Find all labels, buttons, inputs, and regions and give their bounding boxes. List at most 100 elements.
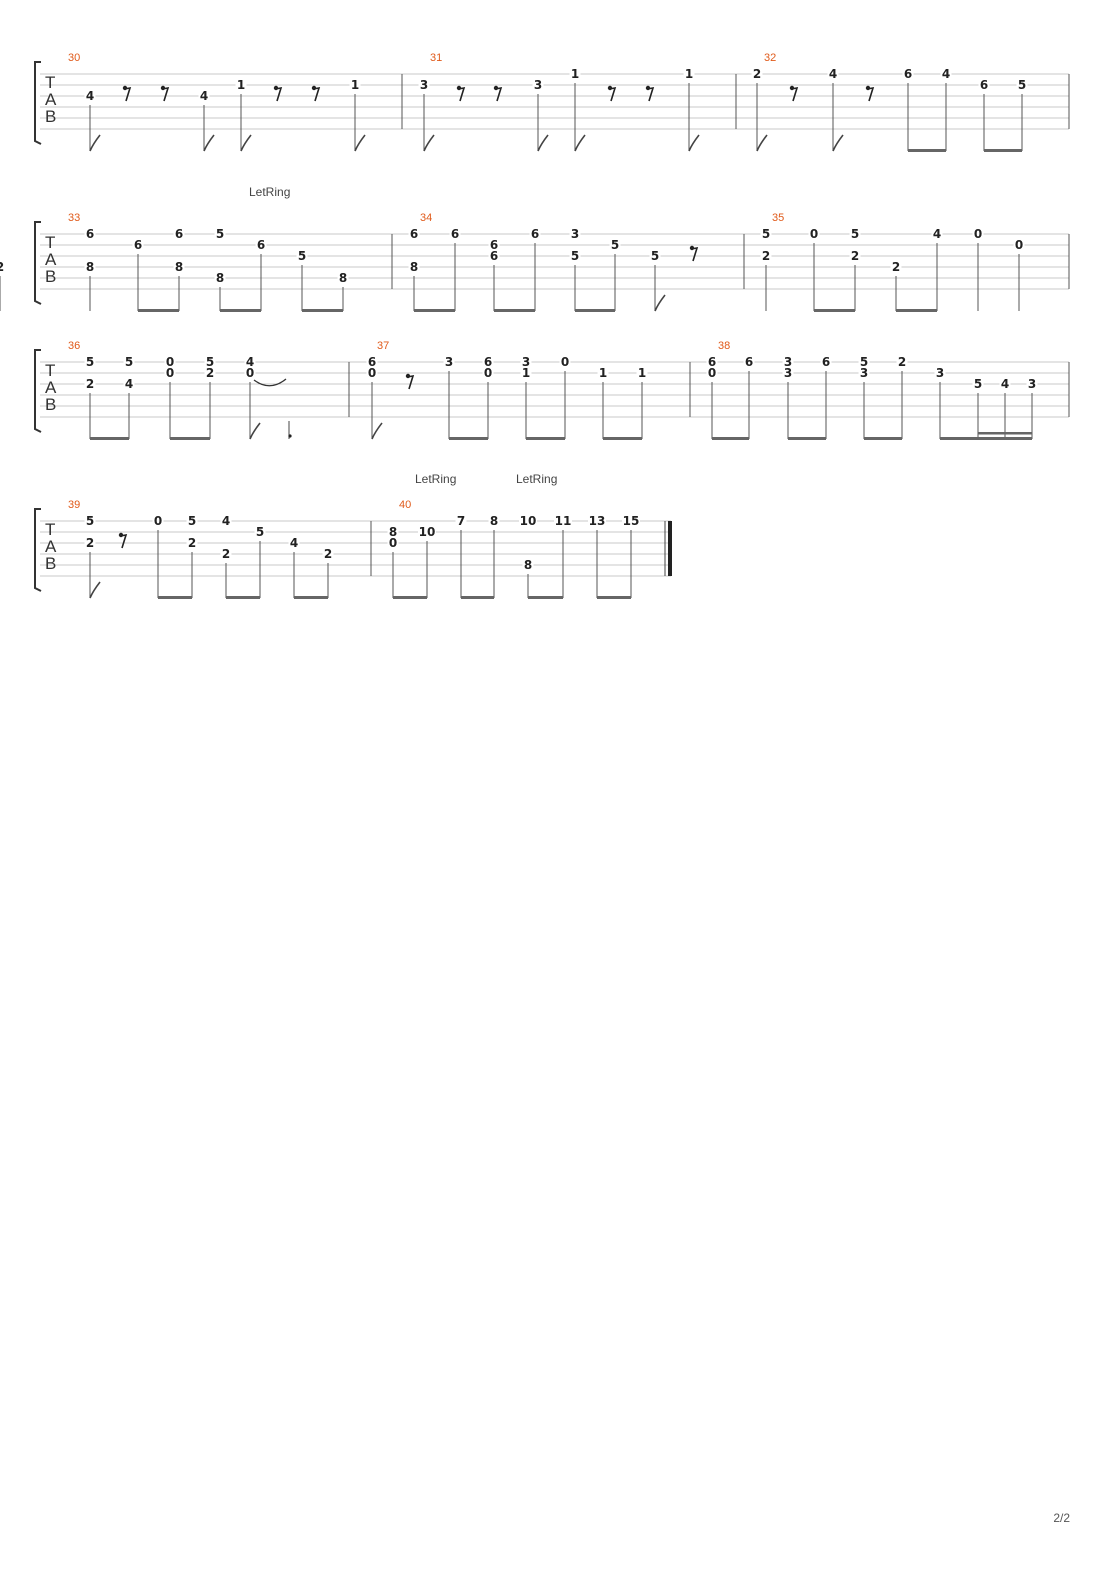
beam <box>158 596 192 599</box>
fret-number: 3 <box>784 366 792 380</box>
fret-number: 5 <box>86 355 94 369</box>
beam <box>90 437 129 440</box>
beam <box>712 437 749 440</box>
measure-number: 38 <box>718 340 730 352</box>
fret-number: 1 <box>638 366 646 380</box>
beam <box>788 437 826 440</box>
fret-number: 3 <box>860 366 868 380</box>
eighth-rest <box>789 85 799 102</box>
beam <box>170 437 210 440</box>
fret-number: 6 <box>490 249 498 263</box>
fret-number: 4 <box>942 67 950 81</box>
eighth-rest <box>493 85 503 102</box>
fret-number: 5 <box>974 377 982 391</box>
fret-number: 8 <box>216 271 224 285</box>
fret-number: 4 <box>290 536 298 550</box>
tab-clef-letter: B <box>45 107 56 126</box>
beam <box>220 309 261 312</box>
fret-number: 10 <box>520 514 537 528</box>
fret-number: 5 <box>298 249 306 263</box>
fret-number: 4 <box>86 89 94 103</box>
fret-number: 6 <box>490 238 498 252</box>
fret-number: 4 <box>125 377 133 391</box>
tab-clef-letter: A <box>45 90 57 109</box>
fret-number: 1 <box>571 67 579 81</box>
fret-number: 2 <box>222 547 230 561</box>
eighth-flag <box>89 134 101 152</box>
tab-clef-letter: B <box>45 267 56 286</box>
fret-number: 0 <box>166 355 174 369</box>
eighth-flag <box>89 581 101 599</box>
fret-number: 5 <box>206 355 214 369</box>
fret-number: 3 <box>420 78 428 92</box>
eighth-flag <box>654 294 666 312</box>
beam <box>597 596 631 599</box>
eighth-flag <box>423 134 435 152</box>
fret-number: 5 <box>1018 78 1026 92</box>
beam <box>138 309 179 312</box>
tab-clef-letter: A <box>45 537 57 556</box>
eighth-rest <box>607 85 617 102</box>
measure-number: 32 <box>764 52 776 64</box>
fret-number: 2 <box>898 355 906 369</box>
tab-clef-letter: A <box>45 378 57 397</box>
dot <box>288 434 292 438</box>
fret-number: 0 <box>166 366 174 380</box>
fret-number: 0 <box>1015 238 1023 252</box>
fret-number: 6 <box>134 238 142 252</box>
beam <box>575 309 615 312</box>
fret-number: 2 <box>86 536 94 550</box>
tab-clef-letter: T <box>45 73 55 92</box>
fret-number: 0 <box>368 366 376 380</box>
fret-number: 6 <box>368 355 376 369</box>
beam <box>864 437 902 440</box>
measure-number: 40 <box>399 499 411 511</box>
eighth-flag <box>354 134 366 152</box>
fret-number: 0 <box>389 536 397 550</box>
eighth-flag <box>203 134 215 152</box>
let-ring-annotation: LetRing <box>516 472 557 486</box>
fret-number: 0 <box>708 366 716 380</box>
eighth-rest <box>122 85 132 102</box>
fret-number: 5 <box>256 525 264 539</box>
eighth-rest <box>456 85 466 102</box>
fret-number: 6 <box>980 78 988 92</box>
fret-number: 15 <box>623 514 640 528</box>
fret-number: 1 <box>522 366 530 380</box>
fret-number: 2 <box>753 67 761 81</box>
beam <box>526 437 565 440</box>
eighth-rest <box>405 373 415 390</box>
fret-number: 0 <box>154 514 162 528</box>
eighth-rest <box>311 85 321 102</box>
eighth-rest <box>118 532 128 549</box>
eighth-flag <box>537 134 549 152</box>
fret-number: 5 <box>860 355 868 369</box>
fret-number: 4 <box>933 227 941 241</box>
beam <box>494 309 535 312</box>
fret-number: 0 <box>246 366 254 380</box>
measure-number: 36 <box>68 340 80 352</box>
fret-number: 4 <box>829 67 837 81</box>
fret-number: 5 <box>86 514 94 528</box>
fret-number: 4 <box>1001 377 1009 391</box>
fret-number: 0 <box>810 227 818 241</box>
fret-number: 3 <box>445 355 453 369</box>
fret-number: 0 <box>974 227 982 241</box>
fret-number: 6 <box>86 227 94 241</box>
beam <box>940 437 1032 440</box>
beam <box>226 596 260 599</box>
measure-35: 355205224002 <box>0 212 1025 312</box>
fret-number: 3 <box>784 355 792 369</box>
tie <box>253 378 287 387</box>
tab-system: TAB336866858658346866663555355205224002L… <box>0 185 1070 312</box>
beam <box>984 149 1022 152</box>
